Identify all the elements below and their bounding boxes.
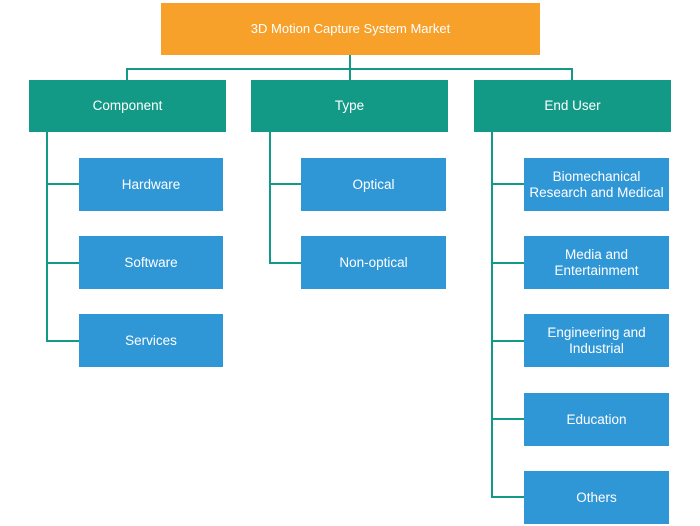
leaf-optical: Optical bbox=[301, 158, 446, 211]
leaf-media-and-entertainment: Media and Entertainment bbox=[524, 236, 669, 289]
leaf-biomechanical-research-and-medical: Biomechanical Research and Medical bbox=[524, 158, 669, 211]
leaf-non-optical: Non-optical bbox=[301, 236, 446, 289]
leaf-hardware: Hardware bbox=[79, 158, 223, 211]
leaf-label: Education bbox=[566, 411, 627, 427]
leaf-services: Services bbox=[79, 314, 223, 367]
leaf-label: Media and Entertainment bbox=[554, 246, 639, 278]
leaf-software: Software bbox=[79, 236, 223, 289]
leaf-others: Others bbox=[524, 471, 669, 524]
connector-end-user-trunk bbox=[491, 131, 524, 498]
leaf-label: Engineering and Industrial bbox=[547, 324, 646, 356]
leaf-label: Non-optical bbox=[339, 254, 408, 270]
leaf-label: Services bbox=[125, 332, 177, 348]
category-type: Type bbox=[251, 80, 448, 132]
category-component: Component bbox=[29, 80, 226, 132]
leaf-engineering-and-industrial: Engineering and Industrial bbox=[524, 314, 669, 367]
leaf-label: Hardware bbox=[121, 176, 181, 192]
category-label: End User bbox=[544, 98, 601, 114]
leaf-label: Software bbox=[124, 254, 178, 270]
leaf-label: Others bbox=[576, 489, 617, 505]
connector-type-trunk bbox=[269, 131, 301, 264]
connector-component-trunk bbox=[46, 131, 79, 342]
root-label: 3D Motion Capture System Market bbox=[250, 20, 451, 36]
leaf-label: Biomechanical Research and Medical bbox=[529, 168, 664, 200]
category-label: Type bbox=[334, 98, 365, 114]
category-label: Component bbox=[92, 98, 163, 114]
root-node: 3D Motion Capture System Market bbox=[161, 3, 540, 55]
category-end-user: End User bbox=[474, 80, 671, 132]
leaf-education: Education bbox=[524, 393, 669, 446]
leaf-label: Optical bbox=[352, 176, 395, 192]
